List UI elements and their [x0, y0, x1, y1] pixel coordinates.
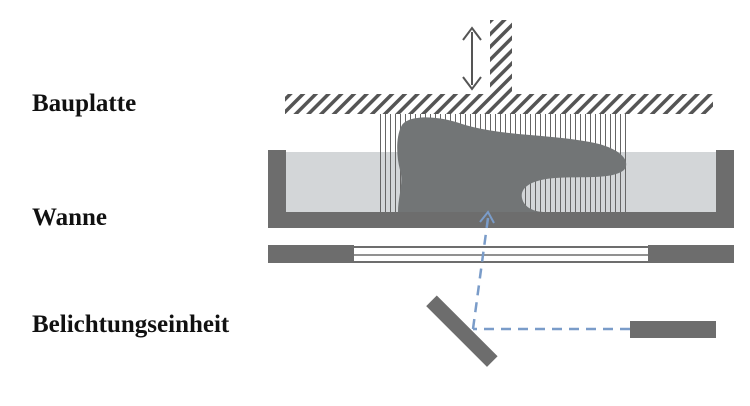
build-plate	[285, 94, 713, 114]
light-source	[630, 321, 716, 338]
label-exposure-unit: Belichtungseinheit	[32, 311, 230, 338]
printed-part	[397, 117, 627, 212]
build-plate-stem	[490, 20, 512, 96]
label-vat: Wanne	[32, 204, 108, 231]
laser-beam	[471, 210, 630, 331]
label-build-plate: Bauplatte	[32, 90, 137, 117]
mirror	[426, 295, 498, 367]
vertical-motion-arrow	[462, 26, 482, 91]
vat-window	[268, 245, 734, 263]
